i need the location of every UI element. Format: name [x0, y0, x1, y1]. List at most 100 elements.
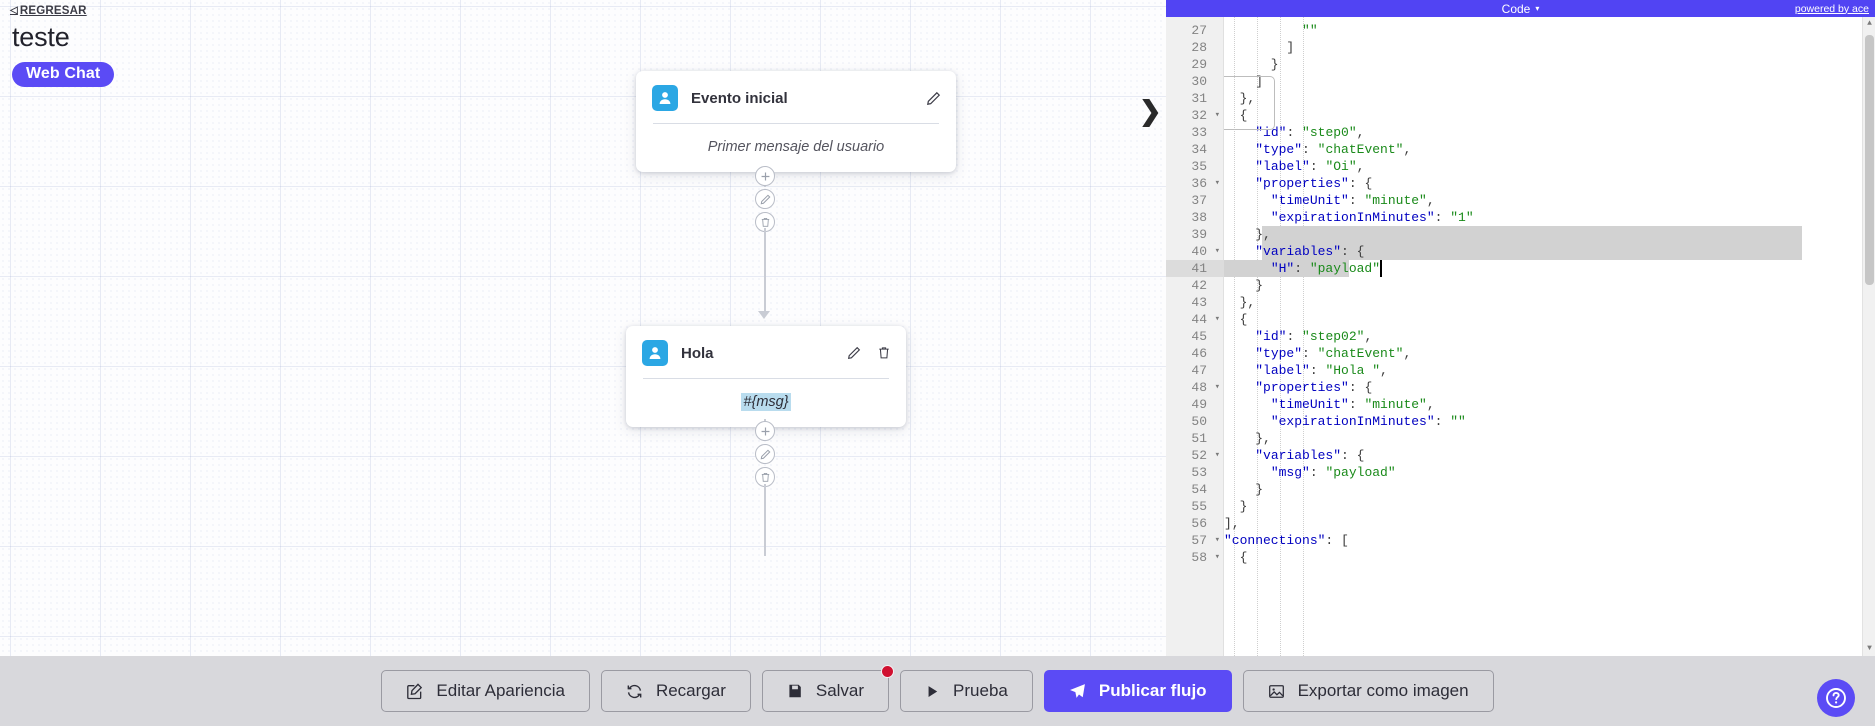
- gutter-line-number[interactable]: 56: [1191, 516, 1207, 531]
- gutter-line-number[interactable]: 28: [1191, 40, 1207, 55]
- connector-actions-1[interactable]: [755, 166, 775, 232]
- gutter-line-number[interactable]: 45: [1191, 329, 1207, 344]
- code-line[interactable]: {: [1224, 108, 1248, 123]
- gutter-line-number[interactable]: 58▾: [1191, 550, 1220, 565]
- fold-toggle-icon[interactable]: ▾: [1214, 314, 1220, 324]
- fold-toggle-icon[interactable]: ▾: [1214, 110, 1220, 120]
- fold-expand-icon[interactable]: ❯: [1139, 96, 1162, 126]
- recargar-button[interactable]: Recargar: [600, 670, 751, 712]
- fold-toggle-icon[interactable]: ▾: [1214, 535, 1220, 545]
- pencil-icon[interactable]: [755, 189, 775, 209]
- flow-node-hola[interactable]: Hola #{msg}: [626, 326, 906, 427]
- code-line[interactable]: "msg": "payload": [1270, 465, 1396, 480]
- connector-actions-2[interactable]: [755, 421, 775, 487]
- flow-node-evento-inicial[interactable]: Evento inicial Primer mensaje del usuari…: [636, 71, 956, 172]
- code-line[interactable]: "variables": {: [1255, 244, 1365, 259]
- powered-by-link[interactable]: powered by ace: [1794, 2, 1869, 15]
- code-line[interactable]: "properties": {: [1255, 176, 1373, 191]
- code-line[interactable]: {: [1224, 312, 1248, 327]
- gutter-line-number[interactable]: 49: [1191, 397, 1207, 412]
- code-line[interactable]: ]: [1224, 74, 1264, 89]
- publicar-flujo-button[interactable]: Publicar flujo: [1043, 670, 1232, 712]
- code-line[interactable]: "timeUnit": "minute",: [1270, 193, 1435, 208]
- gutter-line-number[interactable]: 33: [1191, 125, 1207, 140]
- code-line[interactable]: }: [1224, 499, 1248, 514]
- gutter-line-number[interactable]: 43: [1191, 295, 1207, 310]
- gutter-line-number[interactable]: 51: [1191, 431, 1207, 446]
- code-line[interactable]: {: [1224, 550, 1248, 565]
- gutter-line-number[interactable]: 42: [1191, 278, 1207, 293]
- gutter-line-number[interactable]: 52▾: [1191, 448, 1220, 463]
- code-line[interactable]: "id": "step02",: [1255, 329, 1373, 344]
- gutter-line-number[interactable]: 39: [1191, 227, 1207, 242]
- gutter-line-number[interactable]: 27: [1191, 23, 1207, 38]
- pencil-icon[interactable]: [755, 444, 775, 464]
- gutter-line-number[interactable]: 41: [1166, 260, 1224, 277]
- scroll-down-icon[interactable]: ▼: [1867, 644, 1872, 653]
- gutter-line-number[interactable]: 47: [1191, 363, 1207, 378]
- code-line[interactable]: "type": "chatEvent",: [1255, 142, 1412, 157]
- gutter-line-number[interactable]: 57▾: [1191, 533, 1220, 548]
- pencil-icon[interactable]: [845, 345, 862, 362]
- gutter-line-number[interactable]: 40▾: [1191, 244, 1220, 259]
- editor-code-layer[interactable]: "" ] } ] }, { "id": "step0", "type": "ch…: [1224, 17, 1863, 656]
- code-line[interactable]: "label": "Hola ",: [1255, 363, 1388, 378]
- gutter-line-number[interactable]: 34: [1191, 142, 1207, 157]
- add-icon[interactable]: [755, 166, 775, 186]
- add-icon[interactable]: [755, 421, 775, 441]
- fold-toggle-icon[interactable]: ▾: [1214, 178, 1220, 188]
- gutter-line-number[interactable]: 46: [1191, 346, 1207, 361]
- flow-canvas[interactable]: ◁ REGRESAR teste Web Chat Evento inicial: [0, 0, 1166, 656]
- pencil-icon[interactable]: [925, 90, 942, 107]
- gutter-line-number[interactable]: 29: [1191, 57, 1207, 72]
- gutter-line-number[interactable]: 48▾: [1191, 380, 1220, 395]
- code-line[interactable]: }: [1224, 482, 1264, 497]
- code-line[interactable]: "expirationInMinutes": "": [1270, 414, 1466, 429]
- editor-mode-dropdown[interactable]: Code ▾: [1502, 2, 1540, 16]
- scroll-up-icon[interactable]: ▲: [1867, 19, 1872, 28]
- code-line[interactable]: "properties": {: [1255, 380, 1373, 395]
- code-line[interactable]: "variables": {: [1255, 448, 1365, 463]
- code-line[interactable]: "timeUnit": "minute",: [1270, 397, 1435, 412]
- code-line[interactable]: "expirationInMinutes": "1": [1270, 210, 1474, 225]
- gutter-line-number[interactable]: 35: [1191, 159, 1207, 174]
- gutter-line-number[interactable]: 36▾: [1191, 176, 1220, 191]
- editor-vertical-scrollbar[interactable]: ▲ ▼: [1862, 17, 1875, 656]
- code-line[interactable]: },: [1224, 431, 1271, 446]
- fold-toggle-icon[interactable]: ▾: [1214, 450, 1220, 460]
- code-line[interactable]: ]: [1224, 40, 1295, 55]
- code-line[interactable]: },: [1224, 295, 1256, 310]
- code-editor-panel[interactable]: Code ▾ powered by ace 27 28 29 30 31 32▾ 33 34 3…: [1166, 0, 1875, 656]
- exportar-como-imagen-button[interactable]: Exportar como imagen: [1242, 670, 1494, 712]
- question-circle-icon[interactable]: [1817, 679, 1855, 717]
- gutter-line-number[interactable]: 31: [1191, 91, 1207, 106]
- code-line[interactable]: "": [1302, 23, 1318, 38]
- code-line[interactable]: "type": "chatEvent",: [1255, 346, 1412, 361]
- gutter-line-number[interactable]: 30: [1191, 74, 1207, 89]
- back-link[interactable]: ◁ REGRESAR: [10, 5, 87, 17]
- code-line[interactable]: ],: [1224, 516, 1240, 531]
- code-line[interactable]: }: [1224, 57, 1279, 72]
- gutter-line-number[interactable]: 54: [1191, 482, 1207, 497]
- gutter-line-number[interactable]: 55: [1191, 499, 1207, 514]
- scrollbar-thumb[interactable]: [1865, 35, 1874, 285]
- gutter-line-number[interactable]: 38: [1191, 210, 1207, 225]
- code-line[interactable]: }: [1224, 278, 1264, 293]
- gutter-line-number[interactable]: 50: [1191, 414, 1207, 429]
- code-line[interactable]: "label": "Oi",: [1255, 159, 1365, 174]
- gutter-line-number[interactable]: 53: [1191, 465, 1207, 480]
- gutter-line-number[interactable]: 37: [1191, 193, 1207, 208]
- code-line[interactable]: "H": "payload": [1270, 261, 1381, 276]
- fold-toggle-icon[interactable]: ▾: [1214, 552, 1220, 562]
- code-line[interactable]: },: [1224, 227, 1271, 242]
- prueba-button[interactable]: Prueba: [900, 670, 1033, 712]
- code-line[interactable]: },: [1224, 91, 1256, 106]
- code-line[interactable]: "id": "step0",: [1255, 125, 1365, 140]
- gutter-line-number[interactable]: 44▾: [1191, 312, 1220, 327]
- code-line[interactable]: "connections": [: [1224, 533, 1349, 548]
- gutter-line-number[interactable]: 32▾: [1191, 108, 1220, 123]
- editar-apariencia-button[interactable]: Editar Apariencia: [381, 670, 590, 712]
- fold-toggle-icon[interactable]: ▾: [1214, 246, 1220, 256]
